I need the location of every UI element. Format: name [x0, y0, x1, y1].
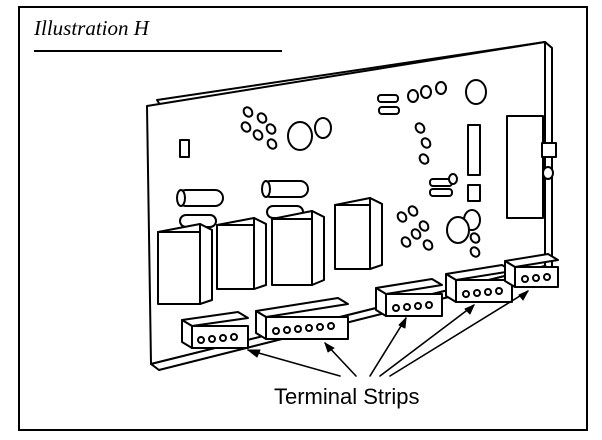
terminal-strip-5 [504, 253, 559, 288]
callout-label: Terminal Strips [274, 384, 419, 409]
capacitor-icon [287, 121, 313, 151]
small-components-left [179, 106, 332, 158]
illustration-frame: Illustration H [18, 6, 588, 431]
relay-blocks [157, 197, 383, 305]
illustration-title: Illustration H [34, 16, 149, 40]
callout-arrows [247, 290, 529, 377]
terminal-strip-1 [181, 311, 249, 349]
title-underline [34, 50, 282, 52]
terminal-strip-2 [255, 297, 349, 340]
terminal-strip-4 [445, 264, 513, 303]
circuit-board-diagram: Terminal Strips [146, 41, 559, 409]
terminal-strip-3 [375, 278, 443, 317]
terminal-strips [181, 253, 559, 349]
cylinder-components [176, 180, 309, 228]
small-components-right [377, 79, 557, 258]
